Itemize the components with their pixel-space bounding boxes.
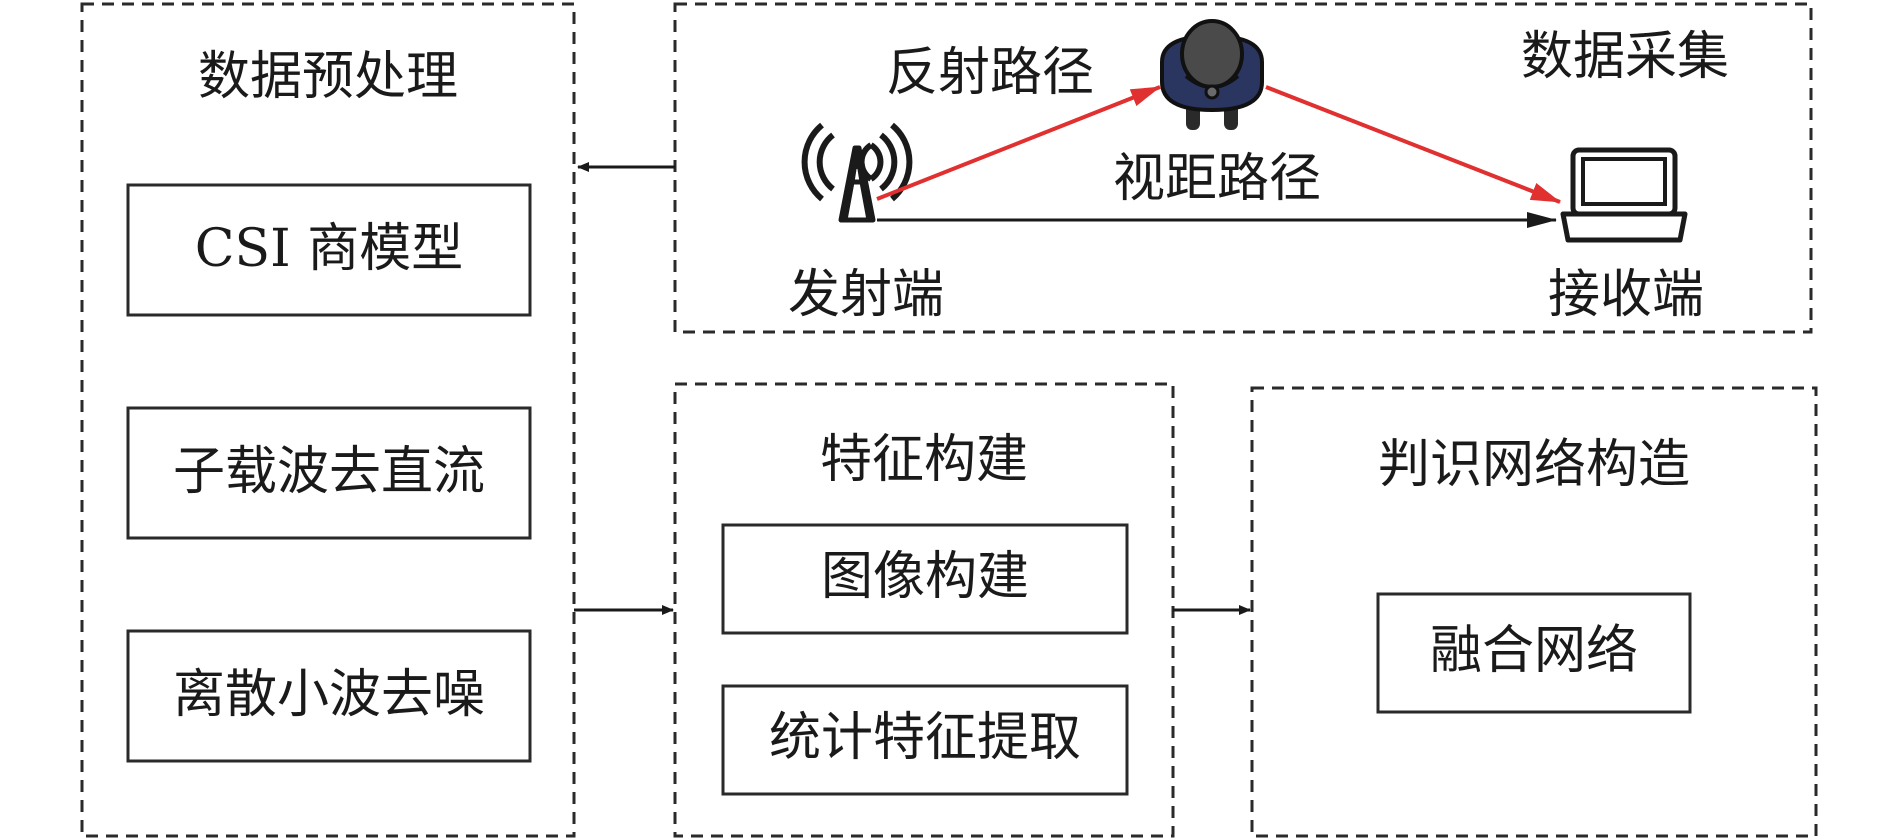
step-label-image: 图像构建 bbox=[821, 547, 1029, 607]
reflect-path-label: 反射路径 bbox=[886, 43, 1094, 103]
network-panel-border bbox=[1250, 386, 1818, 838]
feature-title: 特征构建 bbox=[820, 430, 1028, 490]
network-panel: 判识网络构造 融合网络 bbox=[1250, 386, 1818, 838]
reflect-path-in bbox=[876, 85, 1161, 201]
step-box-image bbox=[721, 523, 1129, 635]
feature-panel: 特征构建 图像构建 统计特征提取 bbox=[673, 382, 1175, 838]
collection-panel: 数据采集 发射端 接收 bbox=[673, 2, 1813, 334]
step-label-fusion-net: 融合网络 bbox=[1430, 621, 1638, 681]
step-label-csi: CSI 商模型 bbox=[195, 219, 463, 279]
step-box-wavelet bbox=[126, 629, 532, 763]
step-box-dc-removal bbox=[126, 406, 532, 540]
person-icon bbox=[1160, 19, 1264, 130]
step-box-csi bbox=[126, 183, 532, 317]
network-title: 判识网络构造 bbox=[1378, 435, 1690, 495]
preprocess-panel-border bbox=[80, 2, 576, 838]
laptop-icon bbox=[1560, 147, 1688, 243]
transmitter-label: 发射端 bbox=[788, 265, 944, 325]
step-box-statistics bbox=[721, 684, 1129, 796]
step-label-wavelet: 离散小波去噪 bbox=[173, 665, 485, 725]
collection-title: 数据采集 bbox=[1521, 27, 1729, 87]
step-label-dc-removal: 子载波去直流 bbox=[173, 442, 485, 502]
los-path-label: 视距路径 bbox=[1113, 149, 1321, 209]
step-box-fusion-net bbox=[1376, 592, 1692, 714]
step-label-statistics: 统计特征提取 bbox=[769, 708, 1081, 768]
preprocess-title: 数据预处理 bbox=[198, 47, 458, 107]
antenna-icon bbox=[801, 122, 913, 223]
receiver-label: 接收端 bbox=[1548, 265, 1704, 325]
reflect-path-out bbox=[1265, 85, 1561, 204]
preprocess-panel: 数据预处理 CSI 商模型 子载波去直流 离散小波去噪 bbox=[80, 2, 576, 838]
